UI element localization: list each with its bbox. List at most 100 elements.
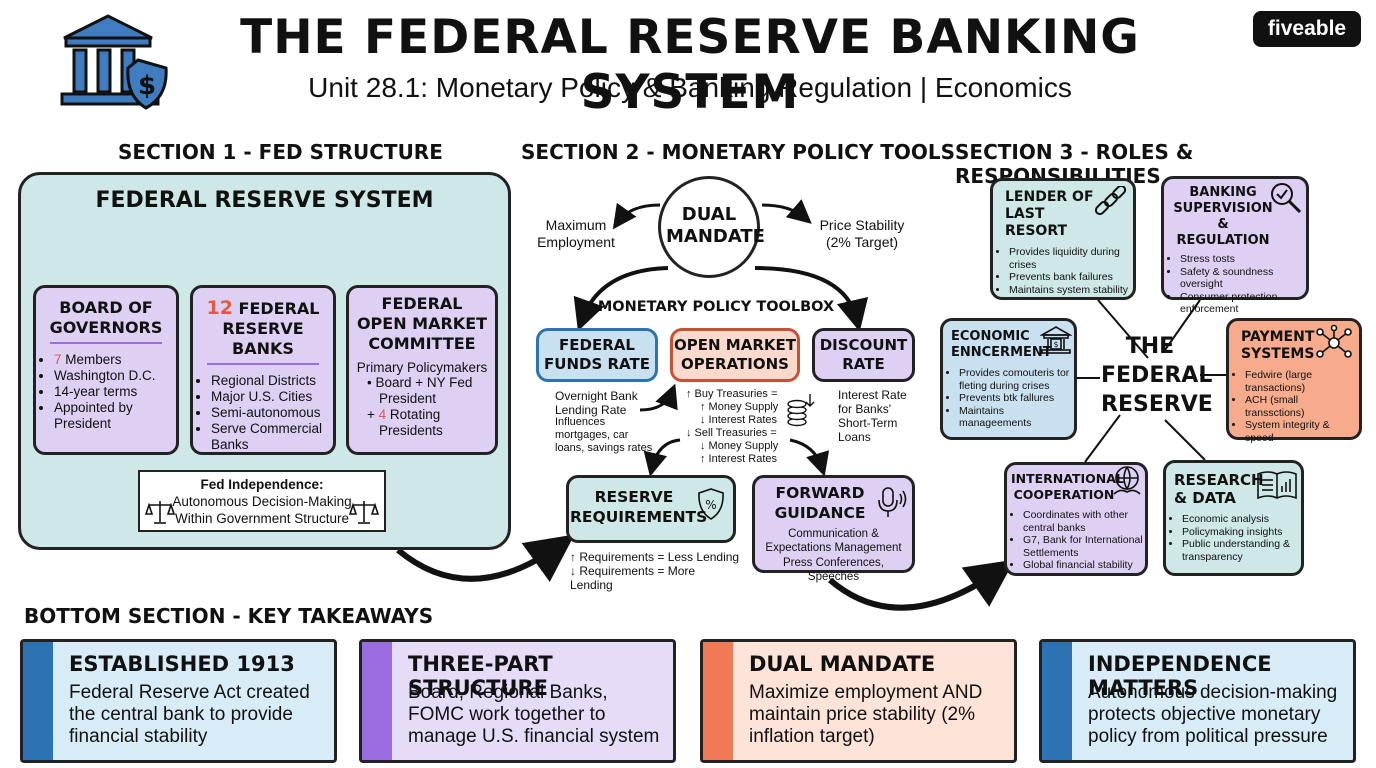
research-data-card: RESEARCH & DATA Economic analysis Policy… — [1163, 460, 1304, 576]
list-item: 14-year terms — [54, 384, 176, 400]
spoke-lender — [1097, 299, 1149, 359]
fomc-item: + 4 Rotating Presidents — [367, 407, 443, 438]
dual-mandate-circle — [658, 176, 760, 278]
takeaway-title: ESTABLISHED 1913 — [69, 652, 295, 676]
forward-title: FORWARD GUIDANCE — [774, 484, 866, 522]
list-item: Policymaking insights — [1182, 526, 1301, 539]
takeaway-card: THREE-PART STRUCTURE Board, Regional Ban… — [359, 639, 676, 763]
fed-independence-box: Fed Independence: Autonomous Decision-Ma… — [138, 470, 386, 532]
payment-list: Fedwire (large transactions) ACH (small … — [1229, 369, 1359, 444]
list-item: Maintains system stability — [1009, 284, 1133, 297]
list-item: Global financial stability — [1023, 559, 1145, 572]
list-item: Stress tosts — [1180, 253, 1306, 266]
lender-list: Provides liquidity during crises Prevent… — [993, 246, 1133, 296]
list-item: Economic analysis — [1182, 513, 1301, 526]
list-item: Washington D.C. — [54, 368, 176, 384]
list-item: ACH (small transsctions) — [1245, 394, 1359, 419]
international-title: INTERNATIONAL COOPERATION — [1011, 471, 1124, 502]
omo-details: ↑ Buy Treasuries = ↑ Money Supply ↓ Inte… — [686, 388, 779, 465]
takeaway-accent — [23, 642, 53, 760]
reserve-details: ↑ Requirements = Less Lending ↓ Requirem… — [570, 550, 740, 592]
ffr-title: FEDERAL FUNDS RATE — [544, 336, 650, 373]
lender-title: LENDER OF LAST RESORT — [1005, 189, 1094, 239]
list-item: Prevents bank failures — [1009, 271, 1133, 284]
list-item: Fedwire (large transactions) — [1245, 369, 1359, 394]
shield-percent-icon: % — [698, 488, 724, 520]
takeaway-accent — [703, 642, 733, 760]
list-item: Maintains manageements — [959, 405, 1074, 430]
scales-icon — [145, 501, 175, 524]
spoke-international — [1084, 414, 1121, 463]
section2-heading: SECTION 2 - MONETARY POLICY TOOLS — [521, 140, 956, 164]
federal-reserve-banks-card: 12 FEDERAL RESERVE BANKS Regional Distri… — [190, 285, 336, 455]
bank-shield-icon: $ — [60, 14, 168, 110]
magnifier-icon — [1271, 183, 1302, 214]
takeaway-accent — [362, 642, 392, 760]
international-list: Coordinates with other central banks G7,… — [1007, 509, 1145, 572]
section1-heading: SECTION 1 - FED STRUCTURE — [118, 140, 443, 164]
list-item: Regional Districts — [211, 373, 333, 389]
spoke-supervision — [1164, 299, 1201, 351]
book-chart-icon — [1257, 471, 1297, 500]
federal-funds-rate-card — [536, 328, 658, 382]
takeaway-accent — [1042, 642, 1072, 760]
research-title: RESEARCH & DATA — [1174, 471, 1264, 507]
fed-system-title: FEDERAL RESERVE SYSTEM — [95, 188, 434, 213]
takeaway-body: Maximize employment AND maintain price s… — [749, 682, 983, 747]
scales-icon — [349, 501, 379, 524]
research-list: Economic analysis Policymaking insights … — [1166, 513, 1301, 563]
board-list: 7 Members Washington D.C. 14-year terms … — [36, 352, 176, 432]
brand-logo: fiveable — [1253, 11, 1361, 47]
svg-text:$: $ — [1053, 340, 1058, 349]
list-item: Safety & soundness oversight — [1180, 266, 1306, 291]
fomc-card: FEDERAL OPEN MARKET COMMITTEE Primary Po… — [346, 285, 498, 455]
ffr-desc1: Overnight Bank Lending Rate — [555, 389, 638, 417]
arrow-to-toolbox-left — [573, 266, 669, 332]
arrow-omo-forward — [789, 438, 830, 477]
arrow-to-toolbox-right — [754, 266, 869, 332]
toolbox-label: MONETARY POLICY TOOLBOX — [597, 299, 835, 315]
takeaway-title: THREE-PART STRUCTURE — [408, 652, 553, 700]
supervision-list: Stress tosts Safety & soundness oversigh… — [1164, 253, 1306, 316]
takeaway-title: INDEPENDENCE MATTERS — [1088, 652, 1272, 700]
list-item: 7 Members — [54, 352, 176, 368]
discount-title: DISCOUNT RATE — [819, 336, 908, 373]
svg-text:$: $ — [138, 71, 156, 101]
goal-max-employment: Maximum Employment — [537, 217, 615, 250]
forward-desc2: Press Conferences, Speeches — [783, 557, 884, 583]
fomc-title: FEDERAL OPEN MARKET COMMITTEE — [356, 294, 488, 353]
chain-icon — [1094, 186, 1127, 216]
list-item: Prevents btk fallures — [959, 392, 1074, 405]
reserve-requirements-card — [566, 475, 736, 543]
discount-desc: Interest Rate for Banks' Short-Term Loan… — [838, 388, 907, 444]
fomc-item: • Board + NY Fed President — [367, 375, 473, 406]
arrow-sec1-to-sec2 — [396, 534, 575, 583]
takeaway-title: DUAL MANDATE — [749, 652, 936, 676]
list-item: Appointed by President — [54, 400, 176, 432]
fomc-sub: Primary Policymakers — [356, 360, 488, 375]
forward-desc: Communication & Expectations Management — [765, 528, 902, 554]
network-icon — [1316, 324, 1352, 358]
list-item: Provides liquidity during crises — [1009, 246, 1133, 271]
spoke-research — [1164, 419, 1206, 461]
arrow-sec2-to-sec3 — [828, 559, 1015, 611]
board-of-governors-card: BOARD OF GOVERNORS 7 Members Washington … — [33, 285, 179, 455]
takeaway-card: DUAL MANDATE Maximize employment AND mai… — [700, 639, 1017, 763]
arrow-omo-reserve — [643, 438, 681, 477]
bottom-heading: BOTTOM SECTION - KEY TAKEAWAYS — [24, 604, 434, 628]
takeaway-card: INDEPENDENCE MATTERS Autonomous decision… — [1039, 639, 1356, 763]
payment-title: PAYMENT SYSTEMS — [1241, 329, 1315, 362]
fed-center-hub: THE FEDERAL RESERVE — [1097, 332, 1213, 424]
banking-supervision-card: BANKING SUPERVISION & REGULATION Stress … — [1161, 176, 1309, 315]
banks-list: Regional Districts Major U.S. Cities Sem… — [193, 373, 333, 453]
omo-title: OPEN MARKET OPERATIONS — [674, 336, 796, 373]
takeaway-card: ESTABLISHED 1913 Federal Reserve Act cre… — [20, 639, 337, 763]
reserve-title: RESERVE REQUIREMENTS — [570, 488, 708, 526]
economic-list: Provides comouteris tor fleting during c… — [943, 367, 1074, 430]
list-item: G7, Bank for International Settlements — [1023, 534, 1145, 559]
economic-title: ECONOMIC ENNCERMENT — [951, 329, 1052, 360]
takeaway-body: Board, Regional Banks, FOMC work togethe… — [408, 682, 660, 747]
page-title: THE FEDERAL RESERVE BANKING SYSTEM — [240, 10, 1140, 120]
list-item: Provides comouteris tor fleting during c… — [959, 367, 1074, 392]
